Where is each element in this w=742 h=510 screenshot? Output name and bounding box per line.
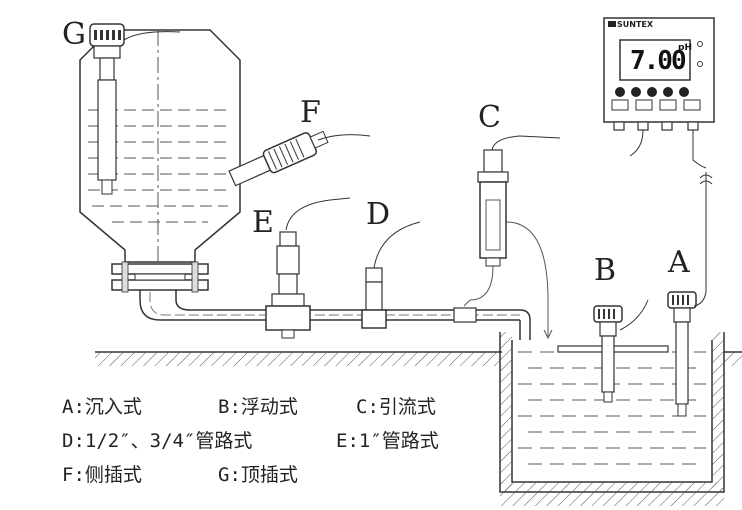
legend-b: B:浮动式 [218,396,298,418]
label-e: E [252,205,274,240]
meter-reading: 7.00 [630,46,687,76]
open-tank [499,332,725,506]
meter-brand: SUNTEX [617,20,654,29]
legend-a: A:沉入式 [62,396,142,418]
legend-c: C:引流式 [356,396,436,418]
probe-c [453,135,561,340]
probe-d [361,221,421,329]
probe-a [667,172,713,417]
probe-f [228,130,371,187]
label-a: A [668,245,690,280]
label-c: C [478,100,501,135]
legend-g: G:顶插式 [218,464,298,486]
label-f: F [300,95,321,130]
legend-d: D:1/2″、3/4″管路式 [62,430,253,452]
meter-unit: pH [678,43,692,53]
probe-b [557,299,669,403]
label-g: G [62,17,86,52]
probe-e [265,197,351,339]
vessel [79,29,531,340]
meter-device [603,17,715,169]
ground [95,351,742,366]
label-d: D [366,197,391,232]
probe-g [89,23,181,195]
legend-e: E:1″管路式 [336,430,439,452]
label-b: B [594,253,617,288]
legend-f: F:侧插式 [62,464,142,486]
